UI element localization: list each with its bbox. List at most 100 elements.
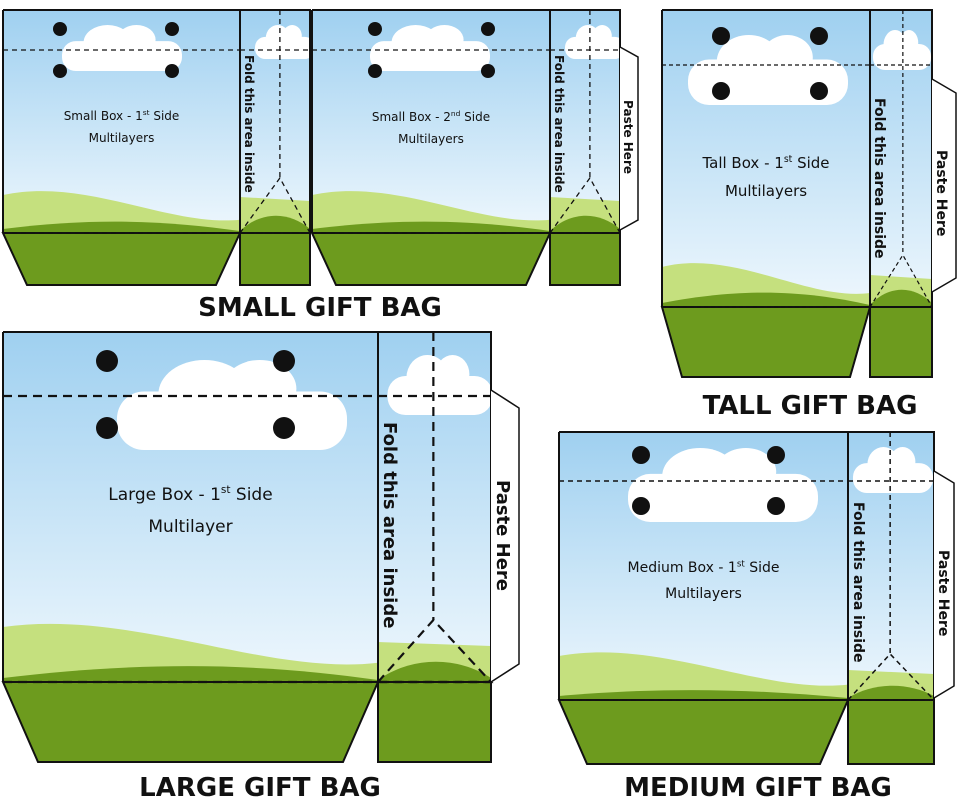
bag-base xyxy=(660,306,872,378)
hole-dot-icon xyxy=(96,350,118,372)
hole-dot-icon xyxy=(53,22,67,36)
gusset-grass xyxy=(378,661,491,682)
gusset-fold-triangle xyxy=(846,652,936,701)
hole-dot-icon xyxy=(273,417,295,439)
cloud-icon xyxy=(370,25,490,71)
side-label-line2: Multilayer xyxy=(148,517,232,537)
paste-tab-outline xyxy=(619,46,639,231)
gusset-base xyxy=(847,699,935,765)
hill-green xyxy=(662,292,870,307)
cloud-puff xyxy=(761,35,813,80)
cloud-icon xyxy=(688,35,848,105)
cloud-icon xyxy=(565,24,625,59)
hole-dot-icon xyxy=(368,64,382,78)
cloud-puff xyxy=(889,447,916,477)
tall-gusset: Fold this area inside xyxy=(868,9,934,378)
hill-light xyxy=(3,623,378,682)
side-label-line2: Multilayers xyxy=(725,182,807,200)
cloud-puff xyxy=(117,25,156,55)
cloud-icon xyxy=(853,447,933,493)
cloud-puff xyxy=(899,30,919,56)
cloud-puff xyxy=(435,355,470,394)
medium-paste-tab: Paste Here xyxy=(933,470,955,699)
side-label-line2: Multilayers xyxy=(665,586,742,602)
cloud-icon xyxy=(117,360,347,450)
bag-base xyxy=(1,232,242,286)
cloud-icon xyxy=(62,25,182,71)
side-label-line2: Multilayers xyxy=(89,131,155,145)
side-label-line1: Small Box - 1st Side xyxy=(64,108,180,123)
side-label-line1: Small Box - 2nd Side xyxy=(372,109,490,124)
hole-dot-icon xyxy=(481,64,495,78)
gusset-grass xyxy=(848,685,934,700)
paste-tab-outline xyxy=(933,470,955,699)
small-gusset-1: Fold this area inside xyxy=(238,9,315,286)
cloud-puff xyxy=(592,25,612,47)
hole-dot-icon xyxy=(165,22,179,36)
fold-instruction: Fold this area inside xyxy=(850,502,866,663)
bag-base xyxy=(310,232,552,286)
side-label-line1: Tall Box - 1st Side xyxy=(701,154,829,172)
paste-instruction: Paste Here xyxy=(935,550,951,636)
paste-instruction: Paste Here xyxy=(933,150,949,236)
side-label-line1: Large Box - 1st Side xyxy=(108,484,272,505)
hole-dot-icon xyxy=(96,417,118,439)
hill-green xyxy=(312,221,550,233)
hole-dot-icon xyxy=(767,446,785,464)
fold-instruction: Fold this area inside xyxy=(552,55,566,193)
paste-instruction: Paste Here xyxy=(492,480,513,591)
hill-green xyxy=(3,221,240,233)
paste-tab-outline xyxy=(490,389,520,683)
gusset-fold-triangle xyxy=(868,253,934,308)
bag-base xyxy=(1,681,380,763)
hill-green xyxy=(559,690,848,700)
gusset-fold-triangle xyxy=(375,618,494,684)
tall-bag-title: TALL GIFT BAG xyxy=(703,391,918,421)
hole-dot-icon xyxy=(368,22,382,36)
hill-light xyxy=(559,652,848,700)
large-bag-title: LARGE GIFT BAG xyxy=(139,773,381,800)
side-label-line2: Multilayers xyxy=(398,132,464,146)
gusset-base xyxy=(239,232,311,286)
hole-dot-icon xyxy=(632,497,650,515)
paste-instruction: Paste Here xyxy=(621,100,635,174)
fold-instruction: Fold this area inside xyxy=(379,422,400,628)
side-label-line1: Medium Box - 1st Side xyxy=(628,559,780,576)
small-gusset-2: Fold this area inside xyxy=(548,9,625,286)
bag-base xyxy=(557,699,850,765)
cloud-puff xyxy=(282,25,302,47)
hill-light xyxy=(3,191,240,233)
hole-dot-icon xyxy=(810,27,828,45)
gusset-base xyxy=(549,232,621,286)
hole-dot-icon xyxy=(767,497,785,515)
cloud-icon xyxy=(255,24,315,59)
gusset-base xyxy=(377,681,492,763)
hill-light xyxy=(312,191,550,233)
paste-tab-outline xyxy=(931,78,957,293)
hole-dot-icon xyxy=(712,82,730,100)
hole-dot-icon xyxy=(481,22,495,36)
fold-instruction: Fold this area inside xyxy=(242,55,256,193)
gusset-fold-triangle xyxy=(238,176,312,234)
large-paste-tab: Paste Here xyxy=(490,389,520,683)
cloud-puff xyxy=(425,25,464,55)
hole-dot-icon xyxy=(165,64,179,78)
small-bag-title: SMALL GIFT BAG xyxy=(198,293,442,323)
cloud-puff xyxy=(222,360,297,418)
tall-paste-tab: Paste Here xyxy=(931,78,957,293)
gusset-fold-triangle xyxy=(548,176,622,234)
medium-gusset: Fold this area inside xyxy=(846,431,936,765)
gusset-grass xyxy=(550,215,620,233)
hole-dot-icon xyxy=(810,82,828,100)
medium-bag-title: MEDIUM GIFT BAG xyxy=(624,773,892,800)
large-gusset: Fold this area inside xyxy=(375,331,494,763)
fold-instruction: Fold this area inside xyxy=(871,98,887,259)
cloud-puff xyxy=(715,448,777,496)
hole-dot-icon xyxy=(632,446,650,464)
